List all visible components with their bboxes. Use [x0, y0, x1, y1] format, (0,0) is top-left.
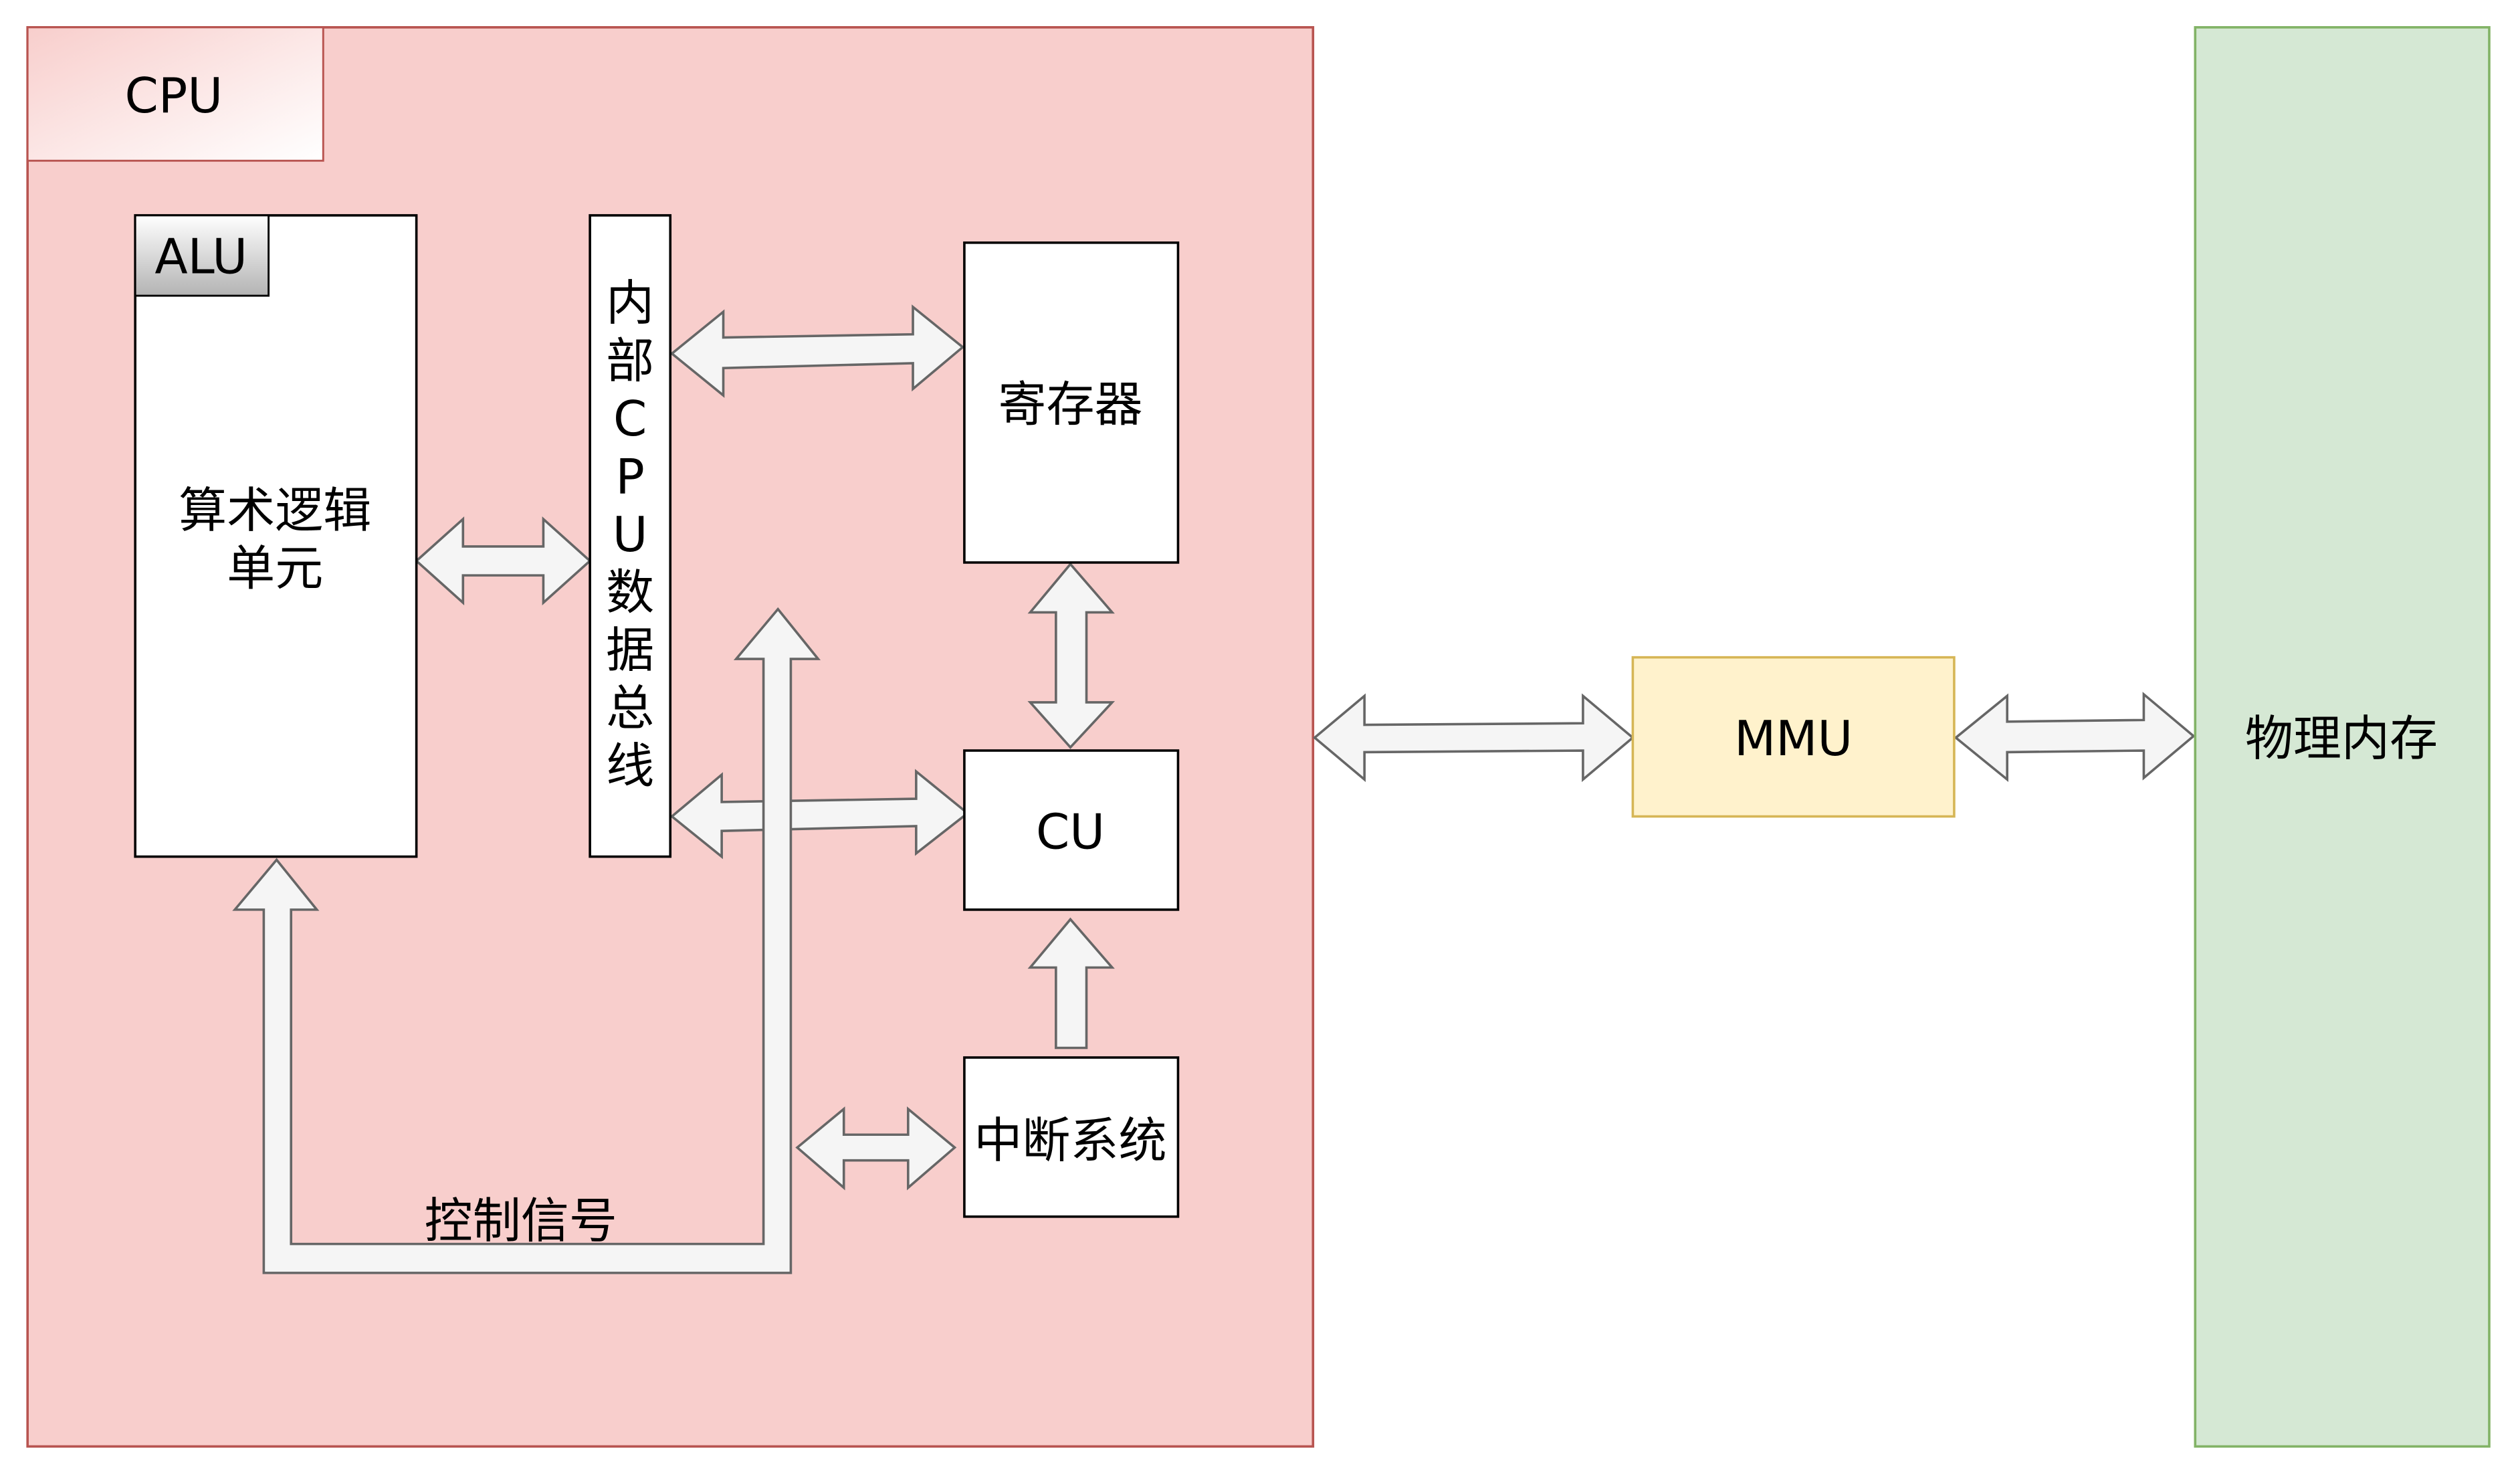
bus-label-char: P	[615, 449, 644, 505]
mmu-memory-arrow[interactable]	[1954, 692, 2196, 783]
mmu-box[interactable]: MMU	[1631, 656, 1956, 818]
alu-box[interactable]: ALU 算术逻辑 单元	[134, 214, 418, 858]
bus-label-char: 线	[606, 738, 654, 794]
bus-label-char: 据	[606, 622, 654, 678]
bus-label-char: 内	[606, 275, 654, 331]
cu-label: CU	[1036, 804, 1105, 860]
bus-label-char: 数	[606, 565, 654, 621]
alu-label-line2: 单元	[227, 540, 323, 597]
interrupt-box[interactable]: 中断系统	[963, 1056, 1180, 1218]
cu-box[interactable]: CU	[963, 749, 1180, 911]
bus-label-char: 部	[606, 333, 654, 389]
cpu-title: CPU	[125, 68, 223, 124]
control-signal-label: 控制信号	[425, 1193, 617, 1249]
bus-label-char: U	[613, 506, 648, 563]
registers-box[interactable]: 寄存器	[963, 241, 1180, 564]
bus-registers-arrow[interactable]	[669, 304, 965, 398]
registers-label: 寄存器	[998, 376, 1142, 432]
interrupt-label: 中断系统	[974, 1112, 1166, 1169]
bus-label-char: C	[613, 391, 647, 447]
interrupt-cu-arrow[interactable]	[1027, 917, 1115, 1050]
control-signal-path[interactable]	[232, 607, 821, 1274]
bus-label-char: 总	[606, 680, 654, 736]
memory-label: 物理内存	[2245, 710, 2438, 767]
alu-tag-label: ALU	[154, 228, 247, 284]
cpu-mmu-arrow[interactable]	[1312, 693, 1635, 783]
alu-label-line1: 算术逻辑	[179, 482, 371, 538]
mmu-label: MMU	[1734, 710, 1853, 767]
control-interrupt-arrow[interactable]	[795, 1106, 957, 1191]
cpu-title-box	[26, 26, 324, 162]
alu-tag	[134, 214, 270, 297]
registers-cu-arrow[interactable]	[1027, 562, 1116, 749]
memory-box[interactable]: 物理内存	[2194, 26, 2491, 1448]
